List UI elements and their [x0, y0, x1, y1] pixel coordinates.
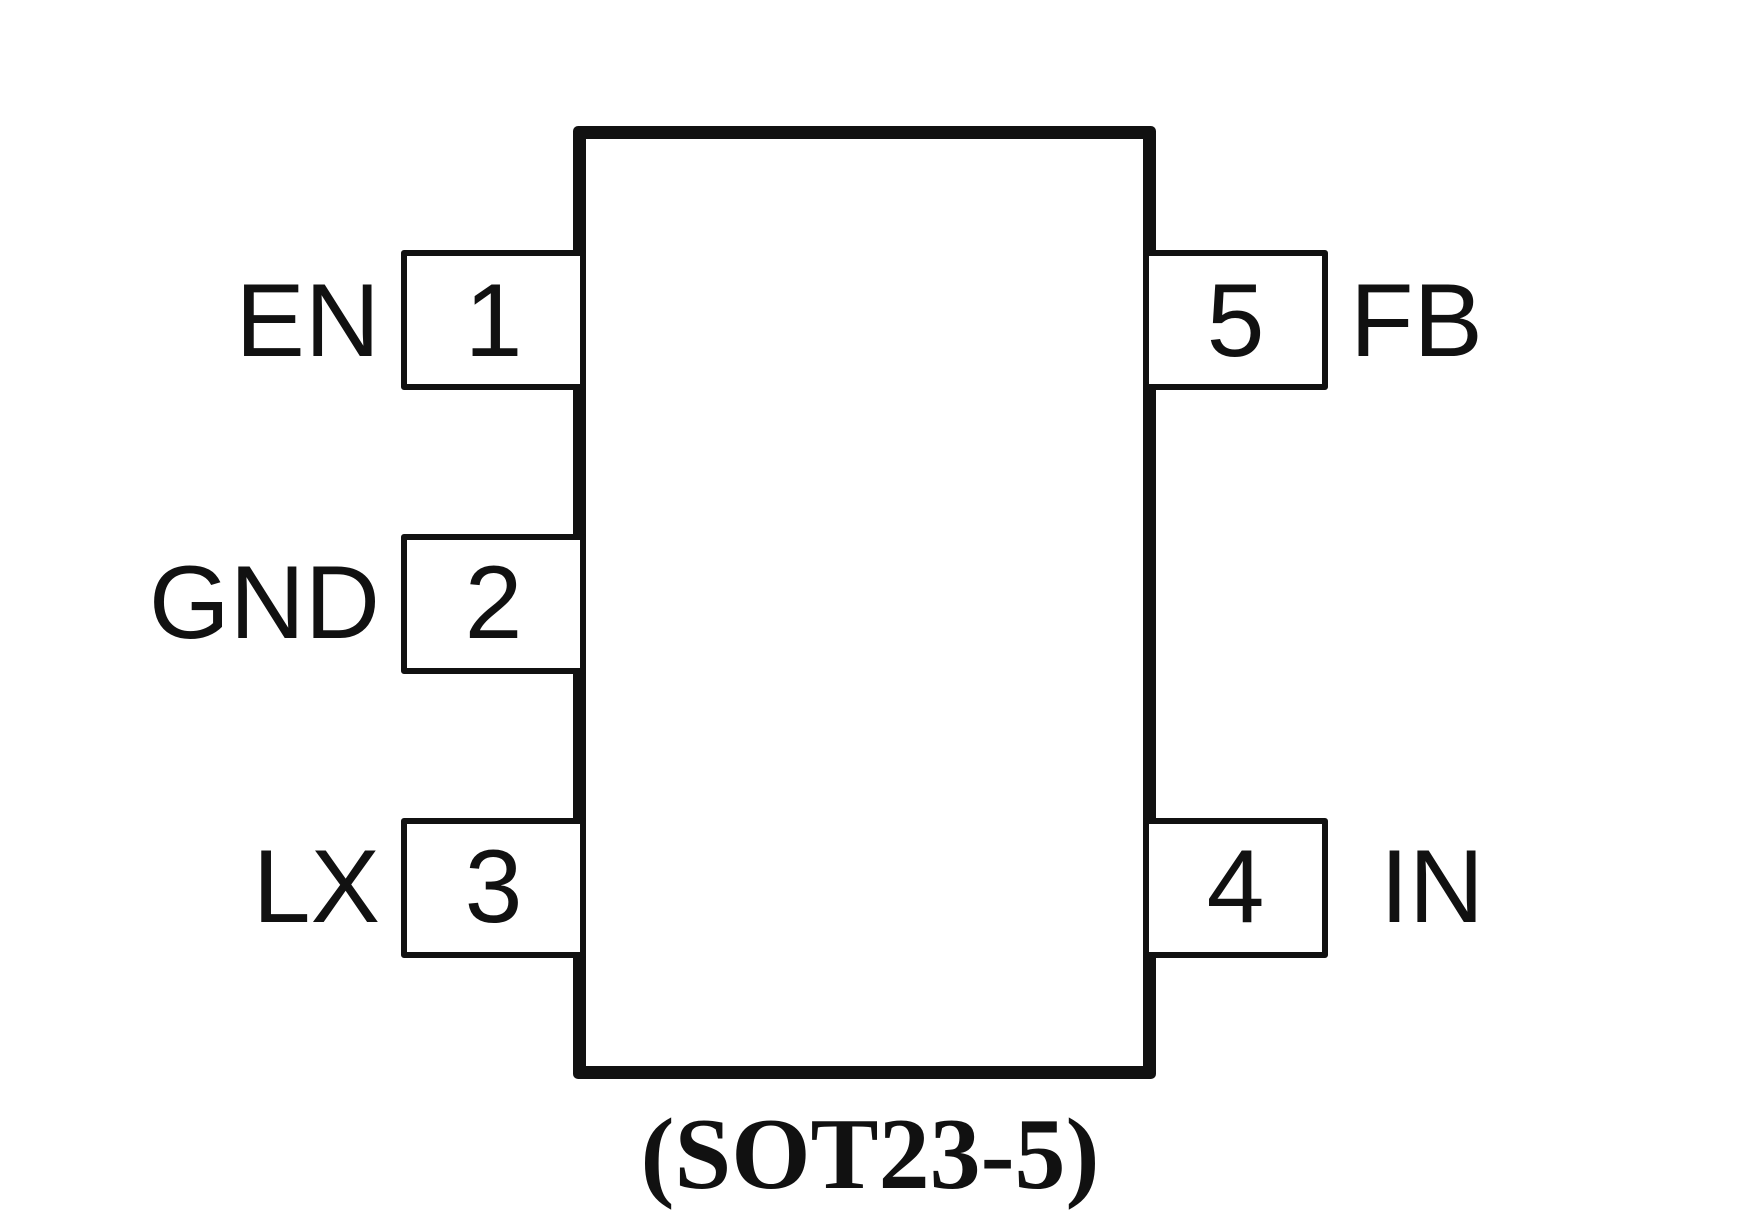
pin-number-4: 4: [1206, 829, 1265, 945]
package-caption: (SOT23-5): [640, 1098, 1100, 1211]
pin-pad-4: [1143, 818, 1328, 958]
pin-label-gnd: GND: [148, 545, 380, 661]
pin-label-lx: LX: [252, 829, 380, 945]
pin-label-en: EN: [235, 263, 380, 379]
pin-pad-3: [401, 818, 586, 958]
pin-pad-5: [1143, 250, 1328, 390]
pin-number-2: 2: [464, 545, 523, 661]
pin-label-fb: FB: [1350, 263, 1483, 379]
package-body-outline: [573, 126, 1156, 1079]
pin-number-1: 1: [464, 263, 523, 379]
pin-pad-2: [401, 534, 586, 674]
pin-number-3: 3: [464, 829, 523, 945]
pin-pad-1: [401, 250, 586, 390]
pin-number-5: 5: [1206, 263, 1265, 379]
pin-label-in: IN: [1380, 829, 1484, 945]
